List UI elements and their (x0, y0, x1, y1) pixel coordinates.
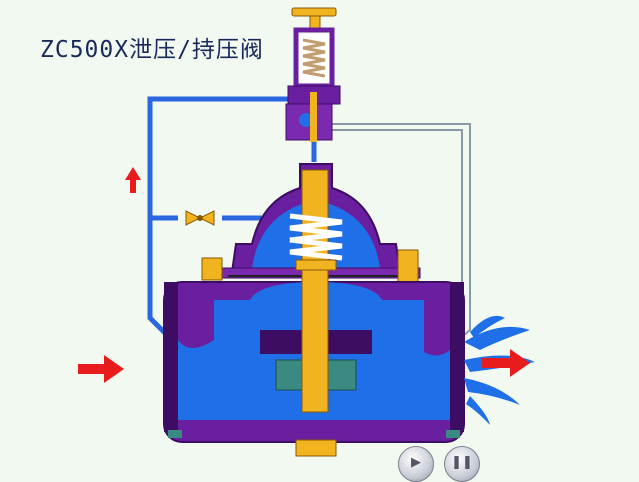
valve-stem (289, 169, 343, 413)
needle-valve-icon (185, 210, 215, 226)
diagram-title: ZC500X泄压/持压阀 (40, 37, 264, 63)
play-button-icon[interactable]: ▶ (398, 446, 434, 482)
flow-in-arrow-icon (78, 355, 124, 383)
pause-button-icon[interactable]: ❚❚ (444, 446, 480, 482)
valve-diagram (78, 7, 535, 457)
flow-out-arrow-icon (482, 349, 530, 377)
outflow-spray (464, 315, 535, 425)
up-arrow-icon (125, 167, 141, 193)
pilot-valve-icon (285, 7, 341, 142)
